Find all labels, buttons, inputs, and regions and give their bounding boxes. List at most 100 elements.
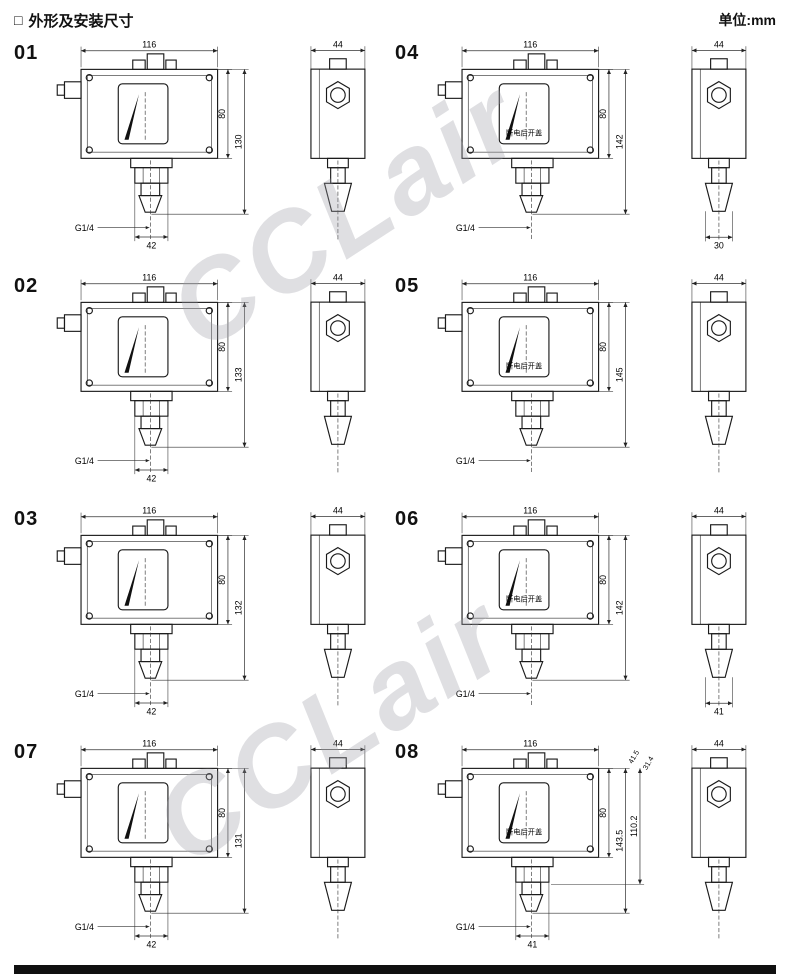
dim-side-bottom-label: 41 <box>714 707 724 717</box>
dim-overall-height-label: 142 <box>614 134 624 149</box>
dim-side-width: 44 <box>691 39 747 70</box>
side-pressure-connector <box>323 157 353 242</box>
dim-body-height-label: 80 <box>598 808 608 818</box>
thread-callout: G1/4 <box>456 456 531 466</box>
thread-callout: G1/4 <box>456 689 531 699</box>
terminal-block <box>132 519 177 536</box>
dim-bottom-width-label: 42 <box>146 939 156 949</box>
front-view-drawing: 116 <box>56 739 249 949</box>
switch-body <box>80 68 219 159</box>
pressure-connector <box>130 157 173 242</box>
terminal-block <box>132 286 177 303</box>
hex-nut <box>325 80 350 110</box>
pointer-needle <box>124 793 139 839</box>
thread-callout: G1/4 <box>75 223 150 233</box>
page-title: 外形及安装尺寸 <box>28 12 134 30</box>
dim-body-height: 80 <box>217 69 233 159</box>
dim-body-height-label: 80 <box>598 342 608 352</box>
dim-side-width-label: 44 <box>333 738 343 748</box>
dim-mid-height-label: 110.2 <box>629 816 639 837</box>
pointer-needle <box>124 94 139 140</box>
thread-callout: G1/4 <box>75 689 150 699</box>
switch-body <box>461 301 600 392</box>
pressure-connector <box>130 623 173 708</box>
dim-overall-height-label: 143.5 <box>614 830 624 852</box>
dim-bottom-width-label: 41 <box>527 939 537 949</box>
dim-side-bottom: 41 <box>705 677 733 717</box>
dim-bottom-width-label: 42 <box>146 240 156 250</box>
dim-side-width-label: 44 <box>714 505 724 515</box>
dim-front-width: 116 <box>461 40 599 68</box>
cable-gland <box>56 547 82 565</box>
hex-nut <box>325 313 350 343</box>
pressure-connector <box>511 390 554 475</box>
dim-front-width-label: 116 <box>523 40 537 50</box>
dim-body-height-label: 80 <box>217 808 227 818</box>
panel-number: 05 <box>395 275 420 297</box>
side-top-bump <box>710 291 728 303</box>
dim-overall-height: 142 <box>532 535 630 681</box>
dim-body-height-label: 80 <box>217 109 227 119</box>
side-view-drawing: 44 41 <box>691 505 747 717</box>
dim-side-width: 44 <box>691 738 747 769</box>
dim-overall-height-label: 142 <box>614 600 624 615</box>
dim-body-height: 80 <box>598 302 614 392</box>
window-label: 断电后开盖 <box>506 129 542 138</box>
unit-label: 单位:mm <box>718 12 776 28</box>
hex-nut <box>325 779 350 809</box>
setting-window: 断电后开盖 <box>498 316 550 378</box>
side-pressure-connector <box>704 856 734 941</box>
side-view-drawing: 44 30 <box>691 39 747 251</box>
side-view-drawing: 44 <box>691 738 747 941</box>
dim-overall-height: 143.5 <box>532 768 630 914</box>
panel-number: 02 <box>14 275 39 297</box>
pressure-connector <box>511 623 554 708</box>
dim-overall-height-label: 130 <box>233 134 243 149</box>
front-view-drawing: 116 <box>56 273 249 483</box>
thread-callout: G1/4 <box>456 922 531 932</box>
dim-overall-height: 131 <box>151 768 249 914</box>
thread-label: G1/4 <box>456 456 475 466</box>
dim-front-width: 116 <box>80 739 218 767</box>
dim-overall-height: 142 <box>532 69 630 215</box>
side-pressure-connector <box>704 390 734 475</box>
dim-side-width-label: 44 <box>333 272 343 282</box>
dim-side-bottom-label: 30 <box>714 241 724 251</box>
terminal-block <box>513 286 558 303</box>
pointer-needle <box>124 560 139 606</box>
thread-label: G1/4 <box>456 922 475 932</box>
side-top-bump <box>329 58 347 70</box>
dim-body-height: 80 <box>598 535 614 625</box>
setting-window: 断电后开盖 <box>498 782 550 844</box>
switch-body <box>461 534 600 625</box>
dim-side-width-label: 44 <box>714 738 724 748</box>
section-square-icon: □ <box>14 12 23 28</box>
dim-bottom-width: 42 <box>134 183 169 250</box>
dim-front-width-label: 116 <box>142 40 156 50</box>
dim-front-width: 116 <box>80 40 218 68</box>
dim-body-height: 80 <box>217 302 233 392</box>
drawing-grid: 01 116 <box>14 34 776 966</box>
drawing-panel: 06 116 <box>395 500 776 733</box>
drawing-panel: 07 116 <box>14 733 395 966</box>
cable-gland <box>56 780 82 798</box>
dim-side-width: 44 <box>310 272 366 303</box>
front-view-drawing: 116 <box>56 40 249 250</box>
front-view-drawing: 116 <box>437 739 656 949</box>
hex-nut <box>325 546 350 576</box>
dim-bottom-width: 42 <box>134 416 169 483</box>
cable-gland <box>56 314 82 332</box>
dim-front-width: 116 <box>80 273 218 301</box>
dim-overall-height-label: 133 <box>233 367 243 382</box>
dim-side-width-label: 44 <box>714 272 724 282</box>
section-title-wrap: □ 外形及安装尺寸 <box>14 10 133 31</box>
side-view-drawing: 44 <box>691 272 747 475</box>
side-pressure-connector <box>323 390 353 475</box>
setting-window: 断电后开盖 <box>498 83 550 145</box>
dim-overall-height: 145 <box>532 302 630 448</box>
dim-bottom-width-label: 42 <box>146 473 156 483</box>
dim-front-width: 116 <box>461 739 599 767</box>
dim-overall-height: 132 <box>151 535 249 681</box>
dim-side-width-label: 44 <box>714 39 724 49</box>
thread-label: G1/4 <box>75 223 94 233</box>
